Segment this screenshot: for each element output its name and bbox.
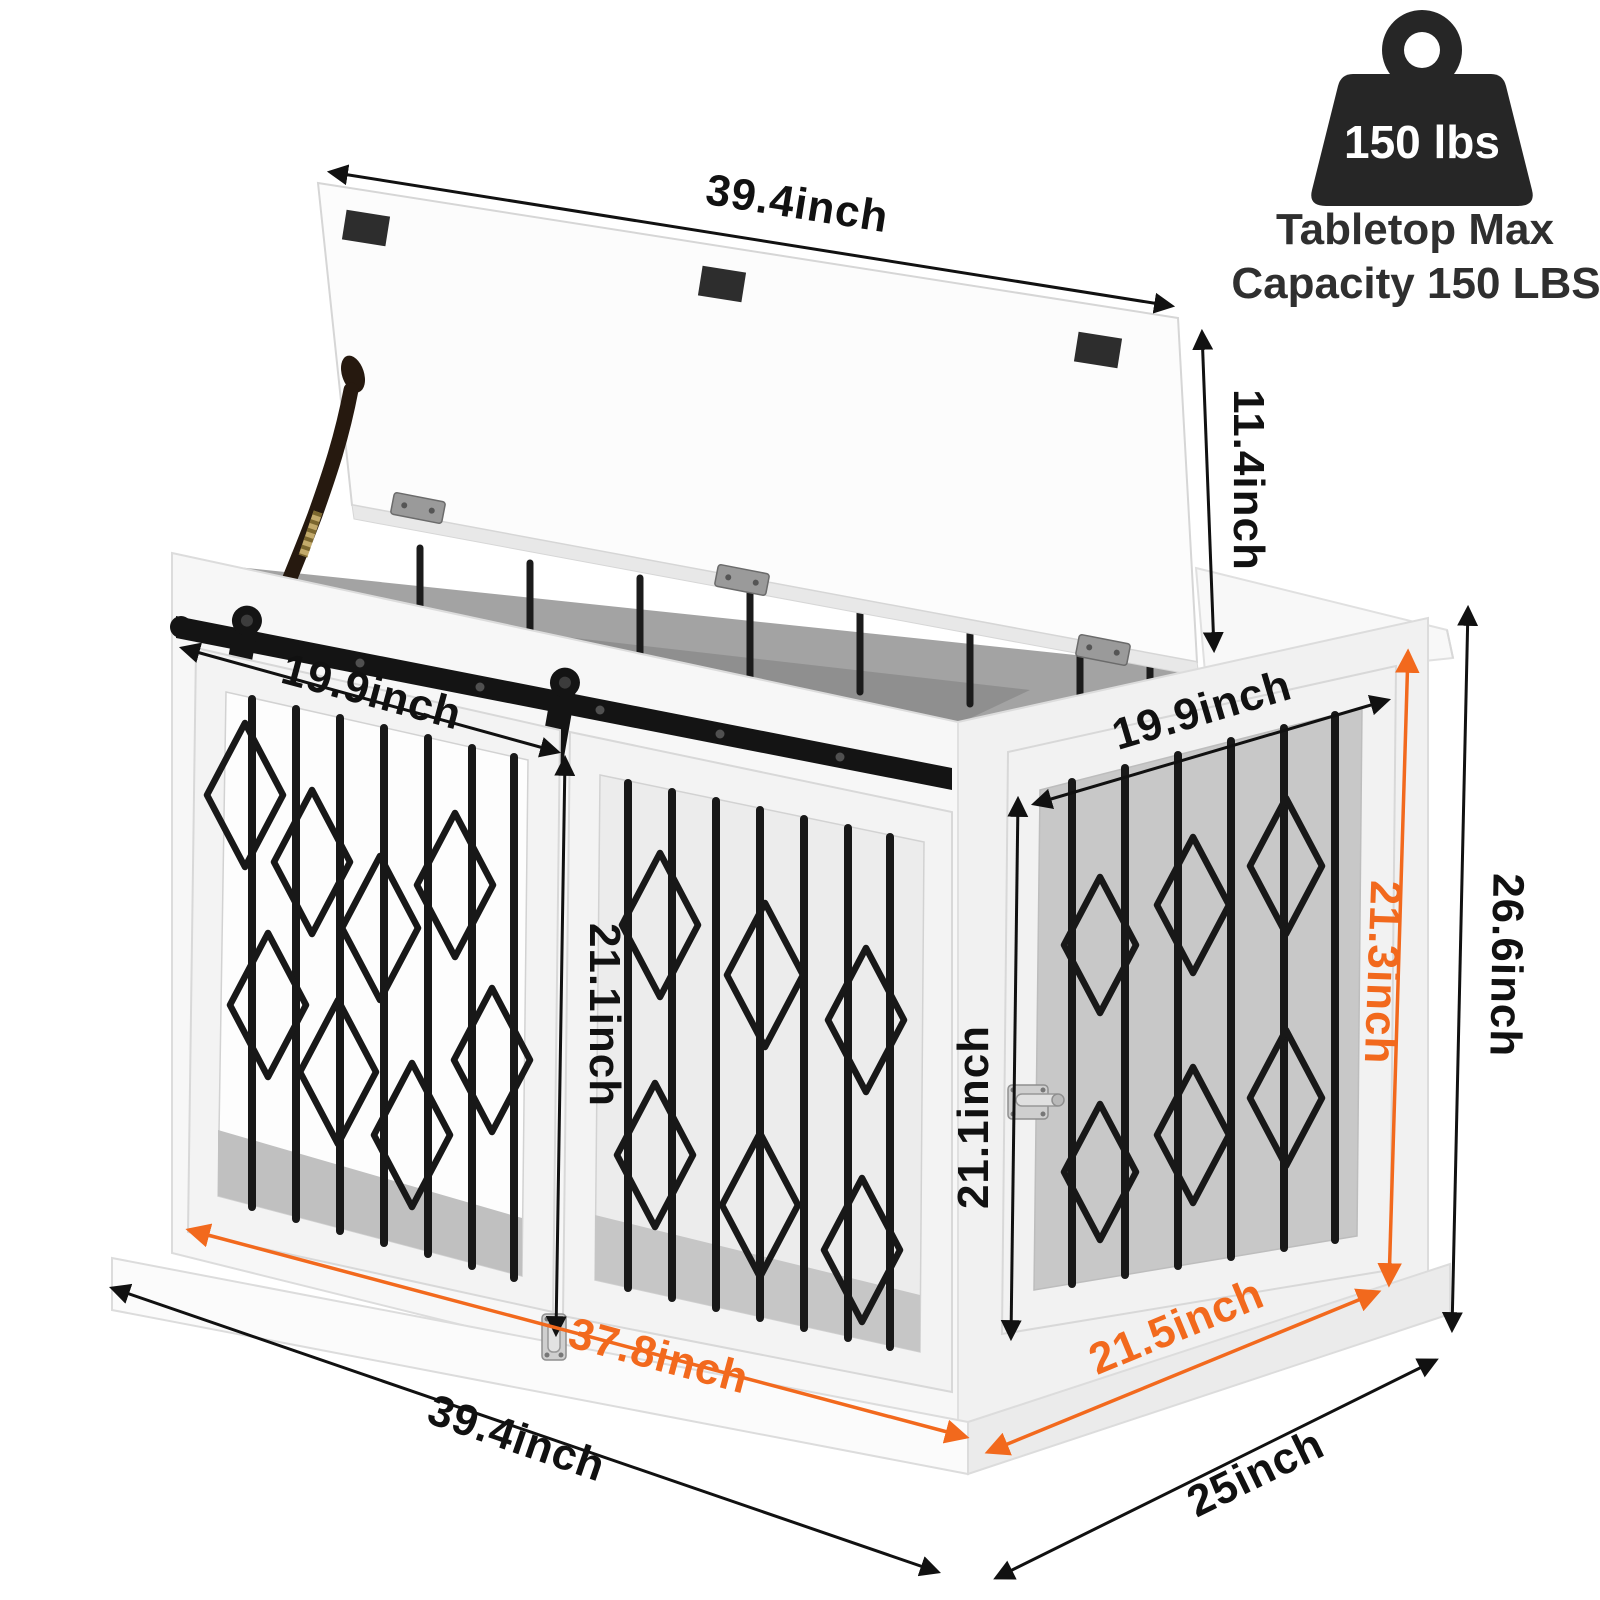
badge-caption-line1: Tabletop Max [1276,205,1554,254]
side-door-diamonds [1060,794,1326,1244]
dim-label-lid-width: 39.4inch [703,165,892,242]
dim-label-overall-depth: 25inch [1180,1419,1332,1527]
dim-label-overall-height: 26.6inch [1480,873,1532,1058]
dim-label-lid-lift-height: 11.4inch [1224,389,1273,571]
dimension-lines [109,164,1479,1580]
dim-label-side-door-height: 21.3inch [1355,880,1410,1066]
front-door-latch [541,1313,567,1361]
dim-line-overall-height [1441,604,1479,1334]
dim-line-side-door-height [1377,648,1420,1288]
badge-caption-line2: Capacity 150 LBS [1231,259,1600,308]
weight-icon [1311,10,1533,206]
dim-line-left-door-width [178,642,562,758]
weight-icon-label: 150 lbs [1344,116,1500,168]
lid-hinges [390,492,1131,666]
dim-line-side-top-width [1030,694,1392,810]
dim-label-side-front-height: 21.1inch [949,1025,998,1209]
front-sliding-door [186,646,562,1314]
dim-line-overall-width [109,1283,941,1577]
dim-line-lid-lift [1192,328,1224,654]
dim-line-side-front-height [1000,795,1029,1342]
dim-line-overall-depth [993,1358,1439,1580]
left-door-diamonds [203,719,534,1211]
dim-line-lid-width [326,164,1176,314]
dim-label-front-mid-height: 21.1inch [580,923,629,1107]
side-door [1000,664,1398,1336]
weight-capacity-badge: 150 lbs Tabletop Max Capacity 150 LBS [1231,10,1600,308]
